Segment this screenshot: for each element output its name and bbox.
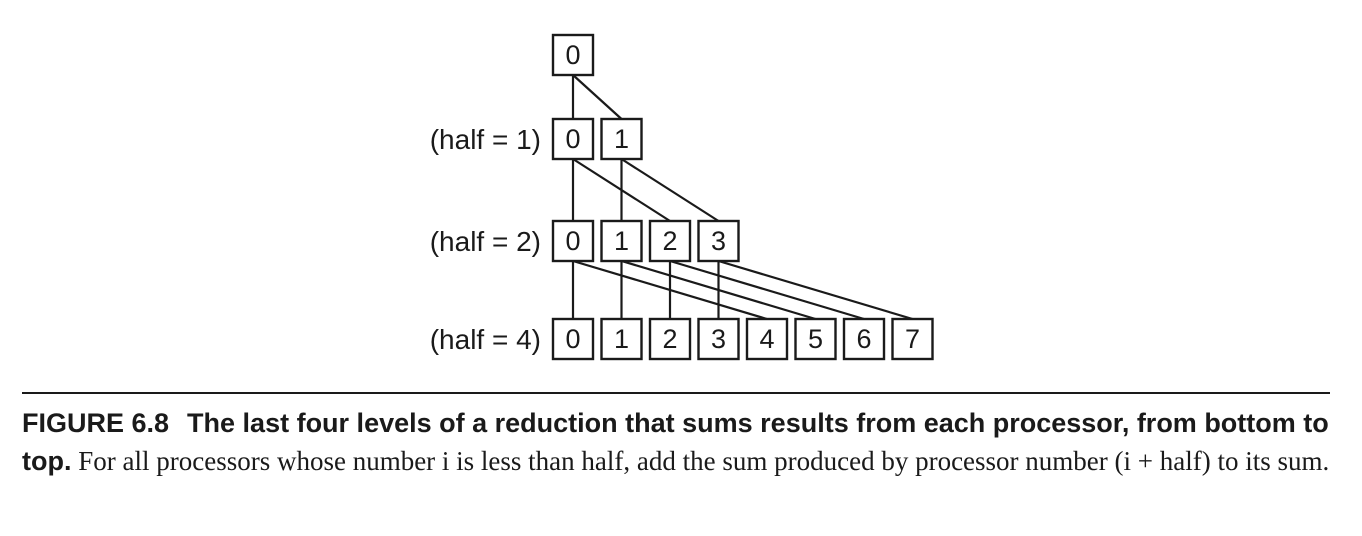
processor-box-level3-3: [697, 317, 740, 361]
level-label-2: (half = 2): [430, 226, 541, 257]
processor-box-level2-3: [697, 219, 740, 263]
edge-level1-node1-to-3: [620, 158, 720, 222]
processor-box-level1-1: [600, 117, 643, 161]
processor-box-level3-2: [648, 317, 692, 361]
figure-description: For all processors whose number i is les…: [78, 446, 1330, 476]
processor-box-level3-6: [842, 317, 886, 361]
processor-box-level3-7: [891, 317, 934, 361]
processor-box-level3-5: [794, 317, 837, 361]
edge-level0-node0-to-1: [572, 74, 623, 120]
processor-number-level3-0: 0: [565, 324, 580, 354]
processor-box-level2-1: [600, 219, 643, 263]
processor-number-level3-6: 6: [856, 324, 871, 354]
processor-number-level3-2: 2: [662, 324, 677, 354]
processor-number-level3-3: 3: [711, 324, 726, 354]
processor-number-level2-1: 1: [614, 226, 629, 256]
processor-box-level3-1: [600, 317, 643, 361]
processor-number-level3-7: 7: [905, 324, 920, 354]
reduction-nodes: 0 0 1 0 1 2 3 0 1 2 3 4 5 6 7: [551, 33, 934, 361]
processor-box-level2-2: [648, 219, 692, 263]
processor-number-level2-0: 0: [565, 226, 580, 256]
processor-box-level3-4: [745, 317, 789, 361]
reduction-edges: [571, 74, 913, 321]
processor-number-level3-5: 5: [808, 324, 823, 354]
processor-number-level1-1: 1: [614, 124, 629, 154]
processor-number-level1-0: 0: [565, 124, 580, 154]
edge-level2-node2-to-6: [669, 259, 865, 321]
figure-title: The last four levels of a reduction that…: [22, 408, 1329, 476]
processor-box-level3-0: [551, 317, 595, 361]
edge-level2-node3-to-7: [718, 259, 913, 321]
level-label-3: (half = 4): [430, 324, 541, 355]
processor-box-level2-0: [551, 219, 595, 263]
figure-number: FIGURE 6.8: [22, 408, 170, 438]
processor-number-level2-3: 3: [711, 226, 726, 256]
processor-box-level1-0: [551, 117, 595, 161]
processor-number-level2-2: 2: [662, 226, 677, 256]
level-label-1: (half = 1): [430, 124, 541, 155]
level-labels: (half = 1) (half = 2) (half = 4): [430, 124, 541, 355]
processor-box-level0-0: [551, 33, 595, 77]
caption-divider: [22, 392, 1330, 394]
processor-number-level0-0: 0: [565, 40, 580, 70]
processor-number-level3-4: 4: [759, 324, 774, 354]
processor-number-level3-1: 1: [614, 324, 629, 354]
